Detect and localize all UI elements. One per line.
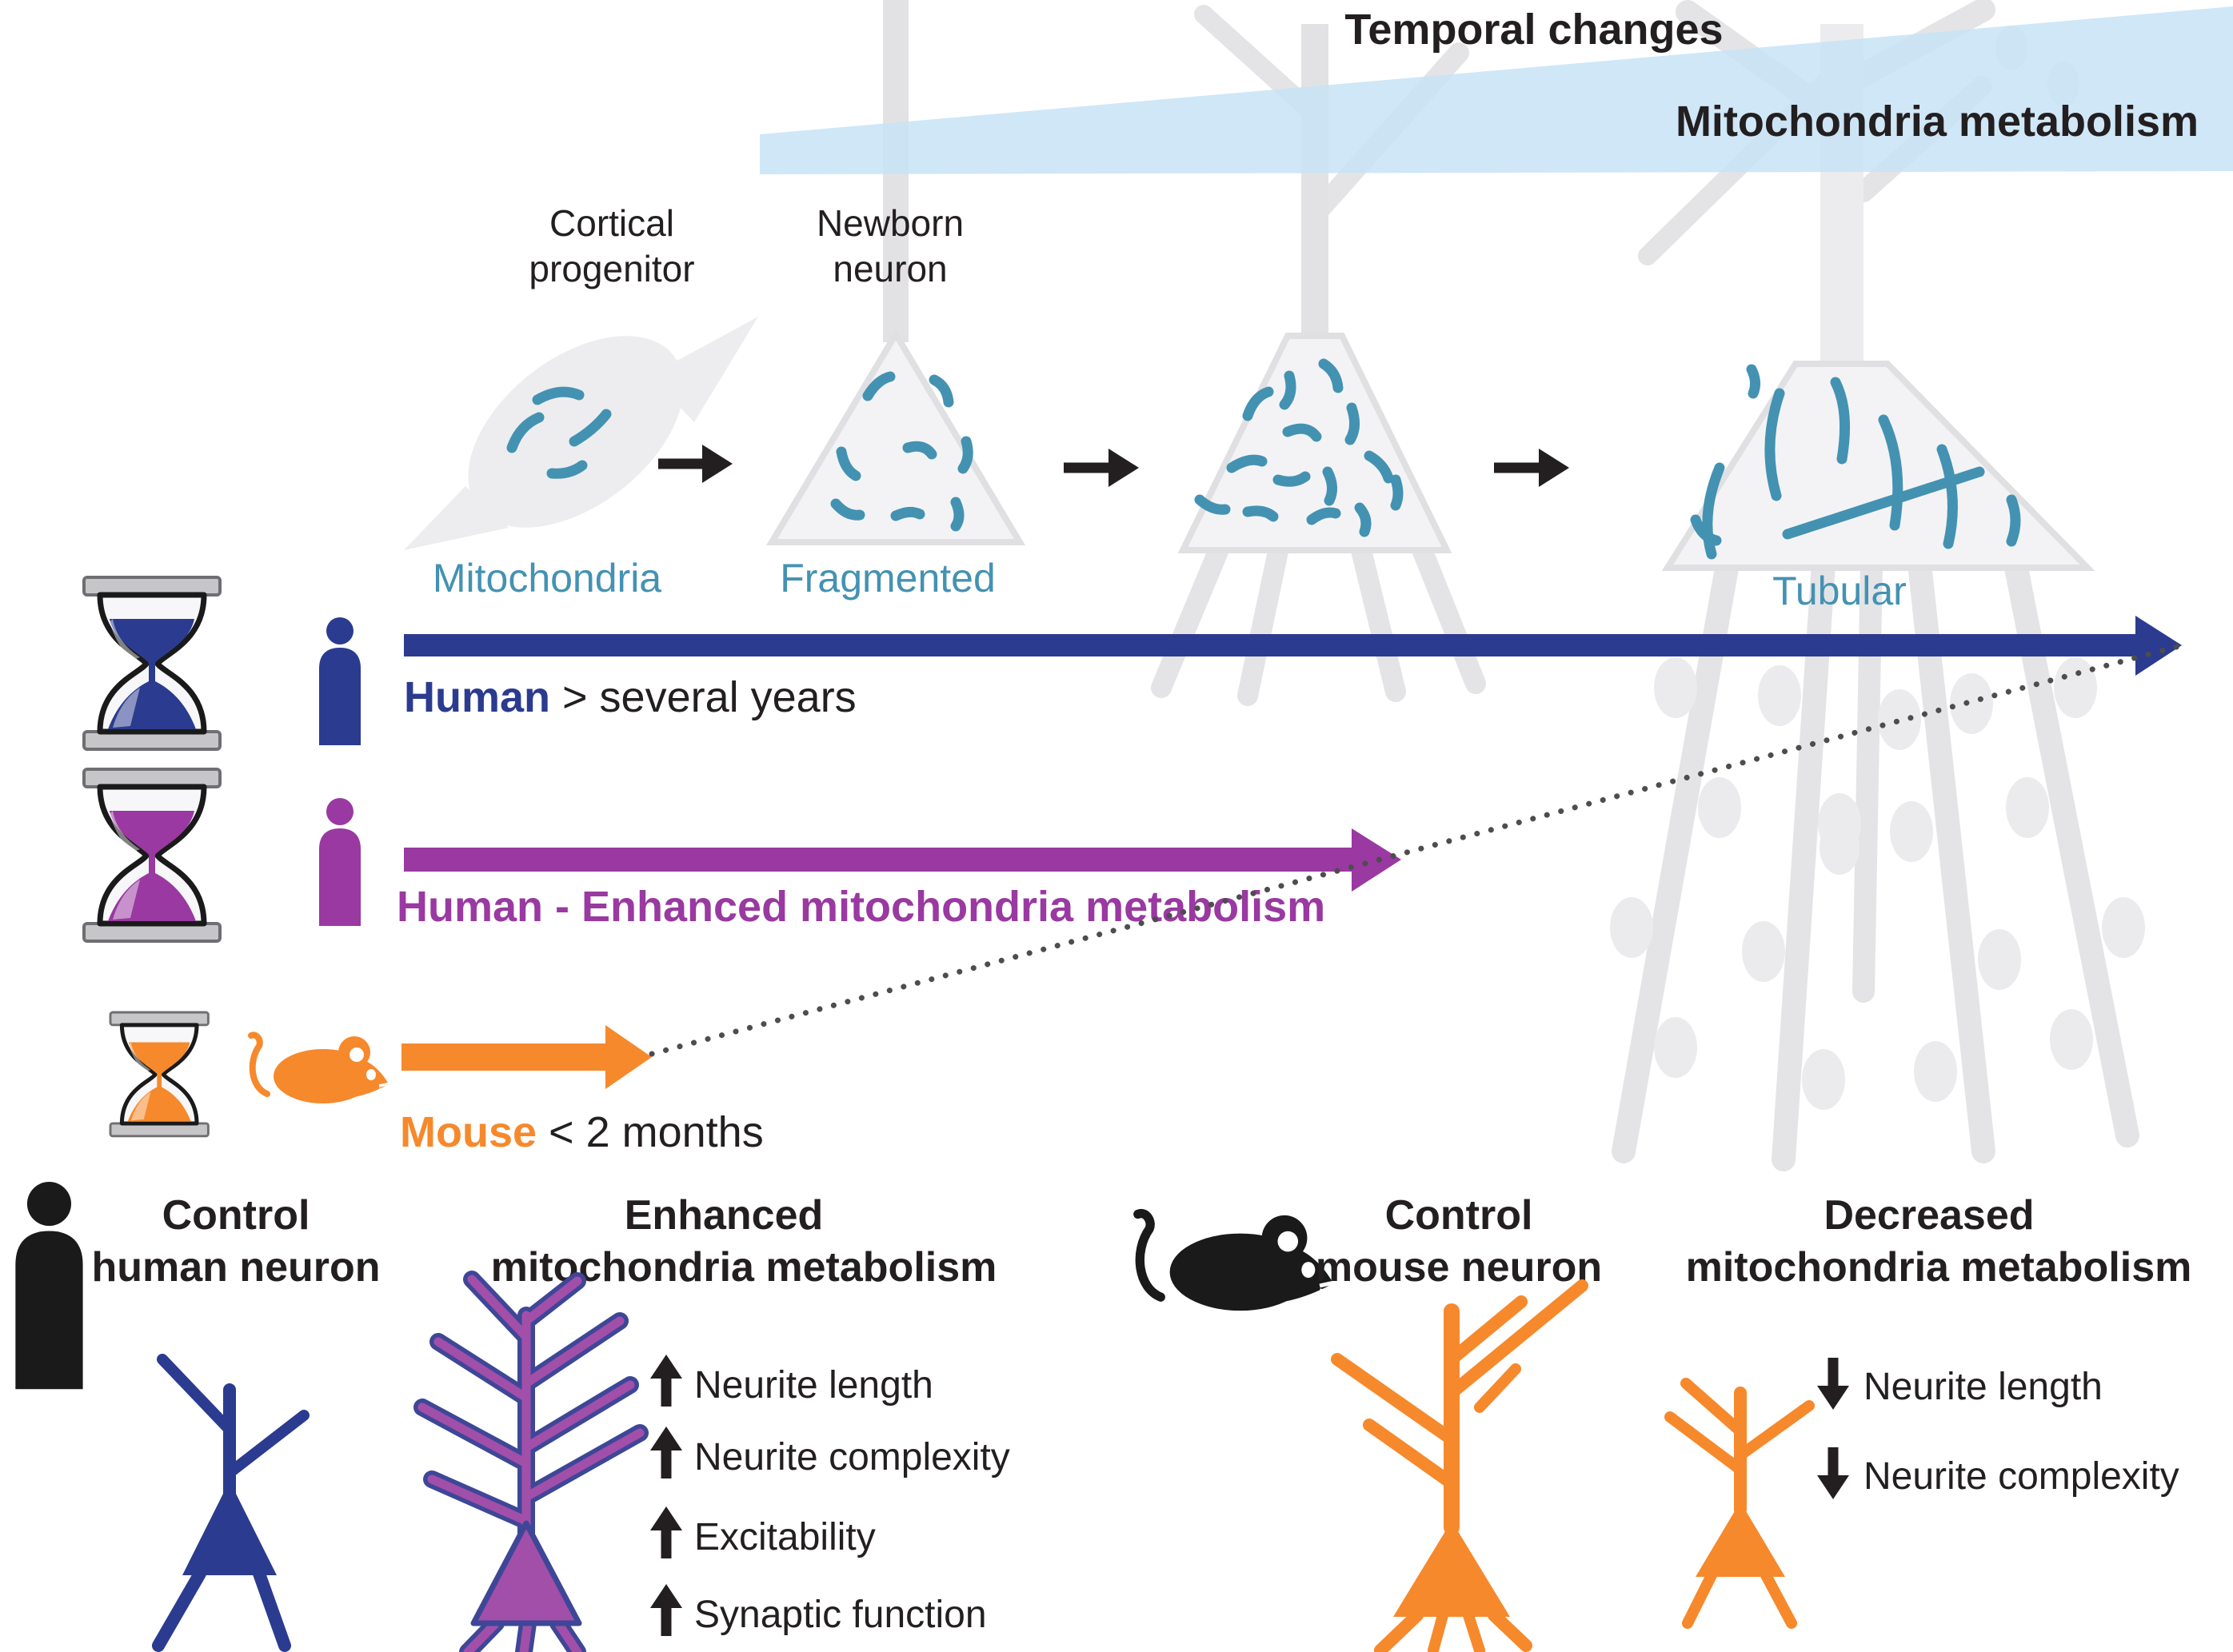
enhanced-item-2: Excitability xyxy=(694,1516,876,1558)
newborn-label-line1: Newborn xyxy=(817,202,964,244)
enhanced-item-1: Neurite complexity xyxy=(694,1436,1010,1478)
newborn-label-line2: neuron xyxy=(833,248,947,289)
mitochondria-tubular-mature xyxy=(1690,364,2021,560)
enhanced-human-neuron-icon xyxy=(413,1271,649,1652)
down-arrow-icon xyxy=(1817,1447,1849,1499)
up-arrow-icon xyxy=(650,1427,682,1478)
mouse-icon-orange xyxy=(251,1035,401,1103)
enhanced-items-list: Neurite length Neurite complexity Excita… xyxy=(650,1355,1010,1636)
person-icon-enhanced xyxy=(319,798,361,926)
mitochondria-label: Mitochondria xyxy=(433,556,661,601)
synaptic-boutons xyxy=(1610,657,2145,1110)
progenitor-label-line1: Cortical xyxy=(549,202,674,244)
human-timeline-label: Human > several years xyxy=(404,673,857,721)
control-mouse-neuron-icon xyxy=(1331,1279,1588,1652)
metabolism-gradient-wedge xyxy=(760,6,2233,174)
tubular-label: Tubular xyxy=(1772,569,1907,613)
enhanced-item-3: Synaptic function xyxy=(694,1594,987,1636)
hourglass-icon-mouse xyxy=(110,1012,208,1136)
control-human-neuron-icon xyxy=(152,1354,310,1652)
enhanced-item-0: Neurite length xyxy=(694,1364,933,1407)
control-human-title-line1: Control xyxy=(162,1192,310,1239)
decreased-item-0: Neurite length xyxy=(1863,1366,2103,1408)
hourglass-icon-human xyxy=(84,577,220,749)
human-timeline-arrow xyxy=(404,616,2182,676)
progression-arrow-1 xyxy=(658,445,733,483)
wedge-label: Mitochondria metabolism xyxy=(1676,98,2199,146)
up-arrow-icon xyxy=(650,1584,682,1636)
mitochondria-fragments-newborn xyxy=(830,371,973,532)
up-arrow-icon xyxy=(650,1355,682,1407)
decreased-mouse-neuron-icon xyxy=(1664,1378,1815,1629)
control-human-title-line2: human neuron xyxy=(91,1244,380,1291)
hourglass-icon-enhanced xyxy=(84,769,220,941)
enhanced-timeline-label: Human - Enhanced mitochondria metabolism xyxy=(397,883,1325,931)
fragmented-label: Fragmented xyxy=(780,556,996,601)
control-mouse-title-line1: Control xyxy=(1385,1192,1533,1239)
progenitor-label-line2: progenitor xyxy=(529,248,694,289)
mouse-timeline-arrow xyxy=(401,1025,652,1089)
enhanced-title-line1: Enhanced xyxy=(625,1192,824,1239)
dotted-projection-line xyxy=(649,643,2183,1057)
control-mouse-title-line2: mouse neuron xyxy=(1316,1244,1602,1291)
mitochondria-fragments-progenitor xyxy=(506,386,612,479)
progression-arrow-3 xyxy=(1494,449,1569,487)
person-icon-black xyxy=(15,1182,83,1390)
cortical-progenitor-cell xyxy=(404,317,758,550)
decreased-items-list: Neurite length Neurite complexity xyxy=(1817,1358,2179,1499)
decreased-item-1: Neurite complexity xyxy=(1863,1455,2179,1498)
person-icon-human xyxy=(319,617,361,745)
down-arrow-icon xyxy=(1817,1358,1849,1410)
decreased-title-line2: mitochondria metabolism xyxy=(1686,1244,2192,1291)
up-arrow-icon xyxy=(650,1506,682,1558)
temporal-changes-title: Temporal changes xyxy=(1344,6,1723,54)
progression-arrow-2 xyxy=(1064,449,1139,487)
decreased-title-line1: Decreased xyxy=(1824,1192,2034,1239)
mouse-timeline-label: Mouse < 2 months xyxy=(400,1108,764,1156)
mitochondria-fragments-immature xyxy=(1194,358,1404,537)
